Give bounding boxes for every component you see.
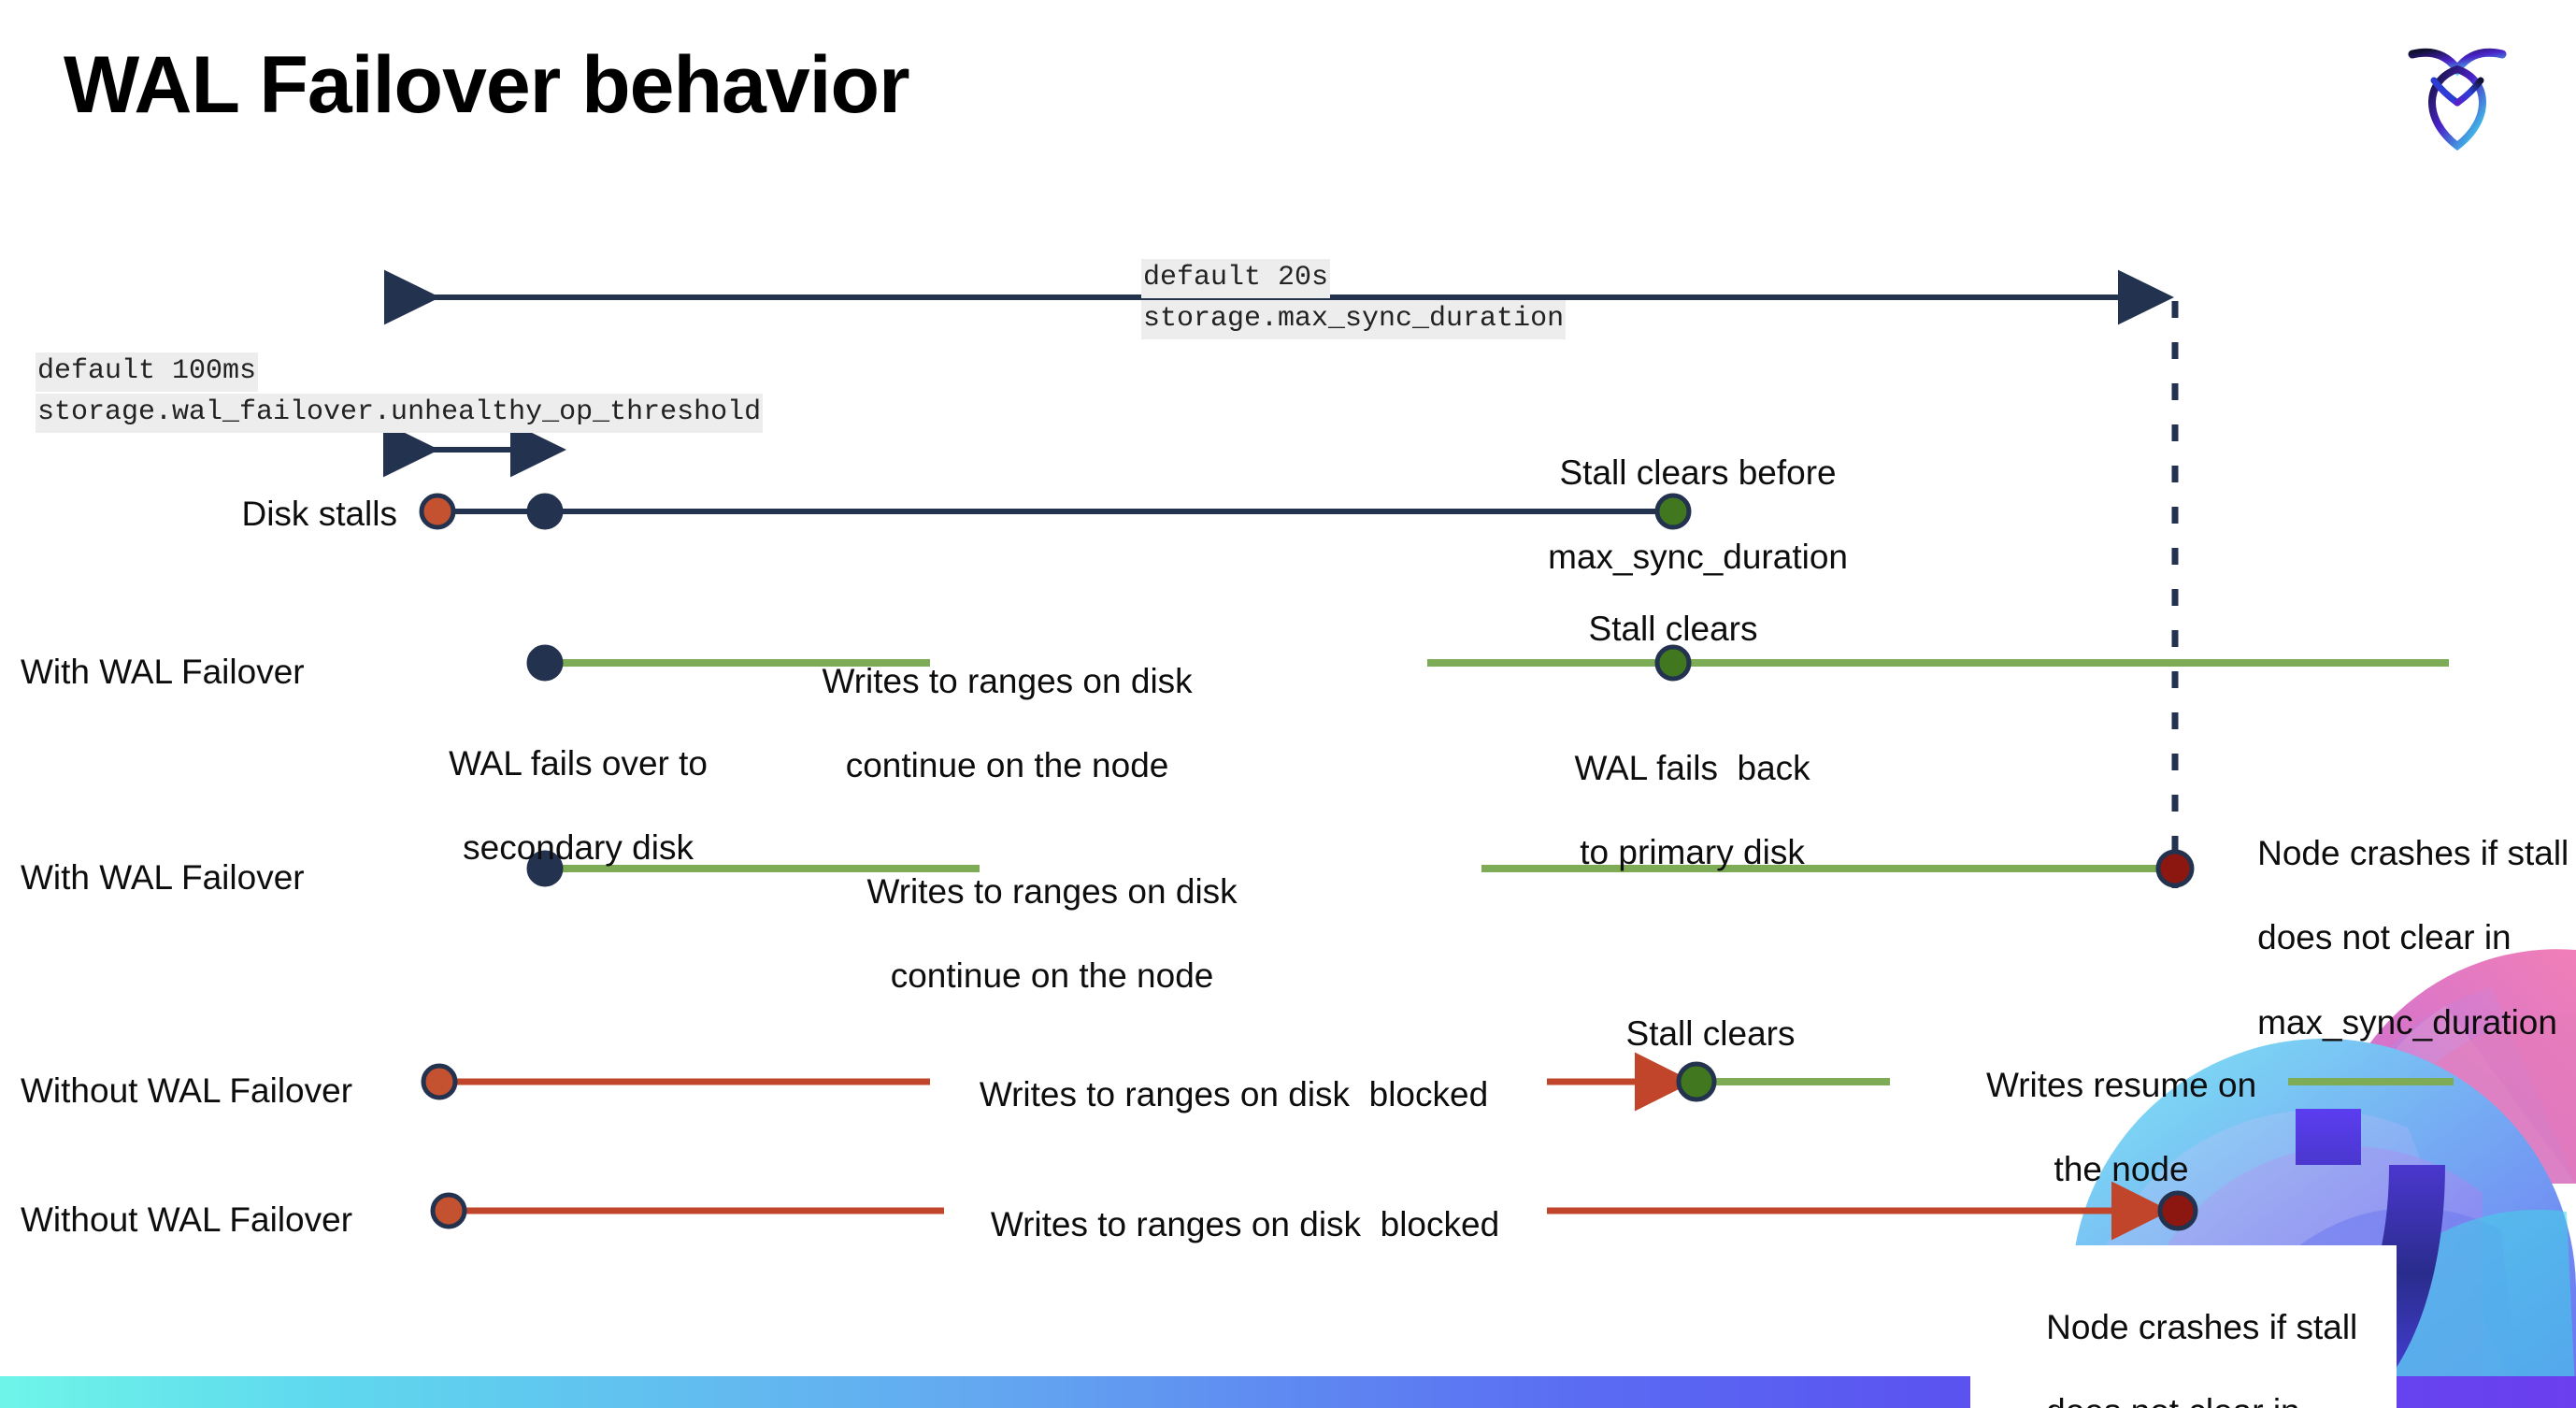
max-sync-setting-chip: storage.max_sync_duration	[1141, 300, 1567, 339]
wal-failback-dot	[1654, 644, 1692, 682]
unhealthy-default-chip: default 100ms	[36, 352, 259, 392]
note-line: max_sync_duration	[2257, 1002, 2557, 1042]
row-label-with-wal-failover-2: With WAL Failover	[21, 858, 305, 897]
note-line: Writes to ranges on disk	[866, 872, 1238, 912]
max-sync-default-chip: default 20s	[1141, 259, 1331, 298]
note-writes-continue-1: Writes to ranges on disk continue on the…	[754, 618, 1222, 829]
note-writes-blocked-1: Writes to ranges on disk blocked	[979, 1075, 1489, 1113]
row-label-with-wal-failover-1: With WAL Failover	[21, 653, 305, 691]
note-line: Node crashes if stall	[2257, 834, 2569, 873]
note-line: continue on the node	[845, 746, 1169, 785]
no-failover-stall-clears-dot	[1676, 1061, 1717, 1102]
unhealthy-setting-chip: storage.wal_failover.unhealthy_op_thresh…	[36, 394, 764, 433]
no-failover-crash-start-dot	[430, 1192, 467, 1229]
note-line: does not clear in	[2046, 1392, 2300, 1408]
cockroachdb-logo-icon	[2408, 48, 2507, 151]
note-line: Node crashes if stall	[2046, 1308, 2358, 1347]
note-stall-clears-before: Stall clears before max_sync_duration	[1492, 409, 1866, 621]
row-label-without-wal-failover-2: Without WAL Failover	[21, 1200, 353, 1239]
node-crash-dot-a	[2155, 849, 2195, 888]
disk-stall-start-dot	[419, 493, 456, 530]
note-line: continue on the node	[890, 956, 1214, 996]
note-node-crashes-2: Node crashes if stall does not clear in …	[2008, 1264, 2357, 1408]
node-crashes-caption-card	[1970, 1245, 2397, 1408]
note-writes-continue-2: Writes to ranges on disk continue on the…	[771, 828, 1295, 1040]
note-line: WAL fails over to	[449, 744, 708, 783]
note-line: secondary disk	[463, 828, 694, 868]
note-line: max_sync_duration	[1548, 538, 1848, 577]
note-wal-fails-over: WAL fails over to secondary disk	[372, 700, 746, 912]
note-line: the node	[2054, 1150, 2189, 1189]
note-wal-fails-back: WAL fails back to primary disk	[1510, 705, 1837, 916]
note-writes-blocked-2: Writes to ranges on disk blocked	[990, 1205, 1500, 1243]
wal-failover-trigger-dot	[526, 493, 564, 530]
disk-stall-clears-dot	[1654, 493, 1692, 530]
note-stall-clears-2: Stall clears	[1625, 1014, 1796, 1053]
note-line: WAL fails back	[1574, 749, 1810, 788]
row-label-disk-stalls: Disk stalls	[241, 495, 397, 533]
node-crash-dot-b	[2157, 1190, 2198, 1231]
wal-failover-crash-start-dot	[526, 850, 564, 887]
wal-failover-start-dot	[526, 644, 564, 682]
page-title: WAL Failover behavior	[64, 40, 910, 130]
note-writes-resume: Writes resume on the node	[1892, 1022, 2312, 1233]
note-line: does not clear in	[2257, 918, 2512, 957]
note-line: Writes resume on	[1985, 1066, 2257, 1105]
row-label-without-wal-failover-1: Without WAL Failover	[21, 1071, 353, 1110]
note-stall-clears-1: Stall clears	[1588, 610, 1758, 648]
note-line: Stall clears before	[1559, 453, 1837, 493]
note-line: to primary disk	[1580, 833, 1805, 872]
no-failover-stall-start-dot	[421, 1063, 458, 1100]
note-line: Writes to ranges on disk	[822, 662, 1193, 701]
note-node-crashes-1: Node crashes if stall does not clear in …	[2219, 790, 2569, 1085]
